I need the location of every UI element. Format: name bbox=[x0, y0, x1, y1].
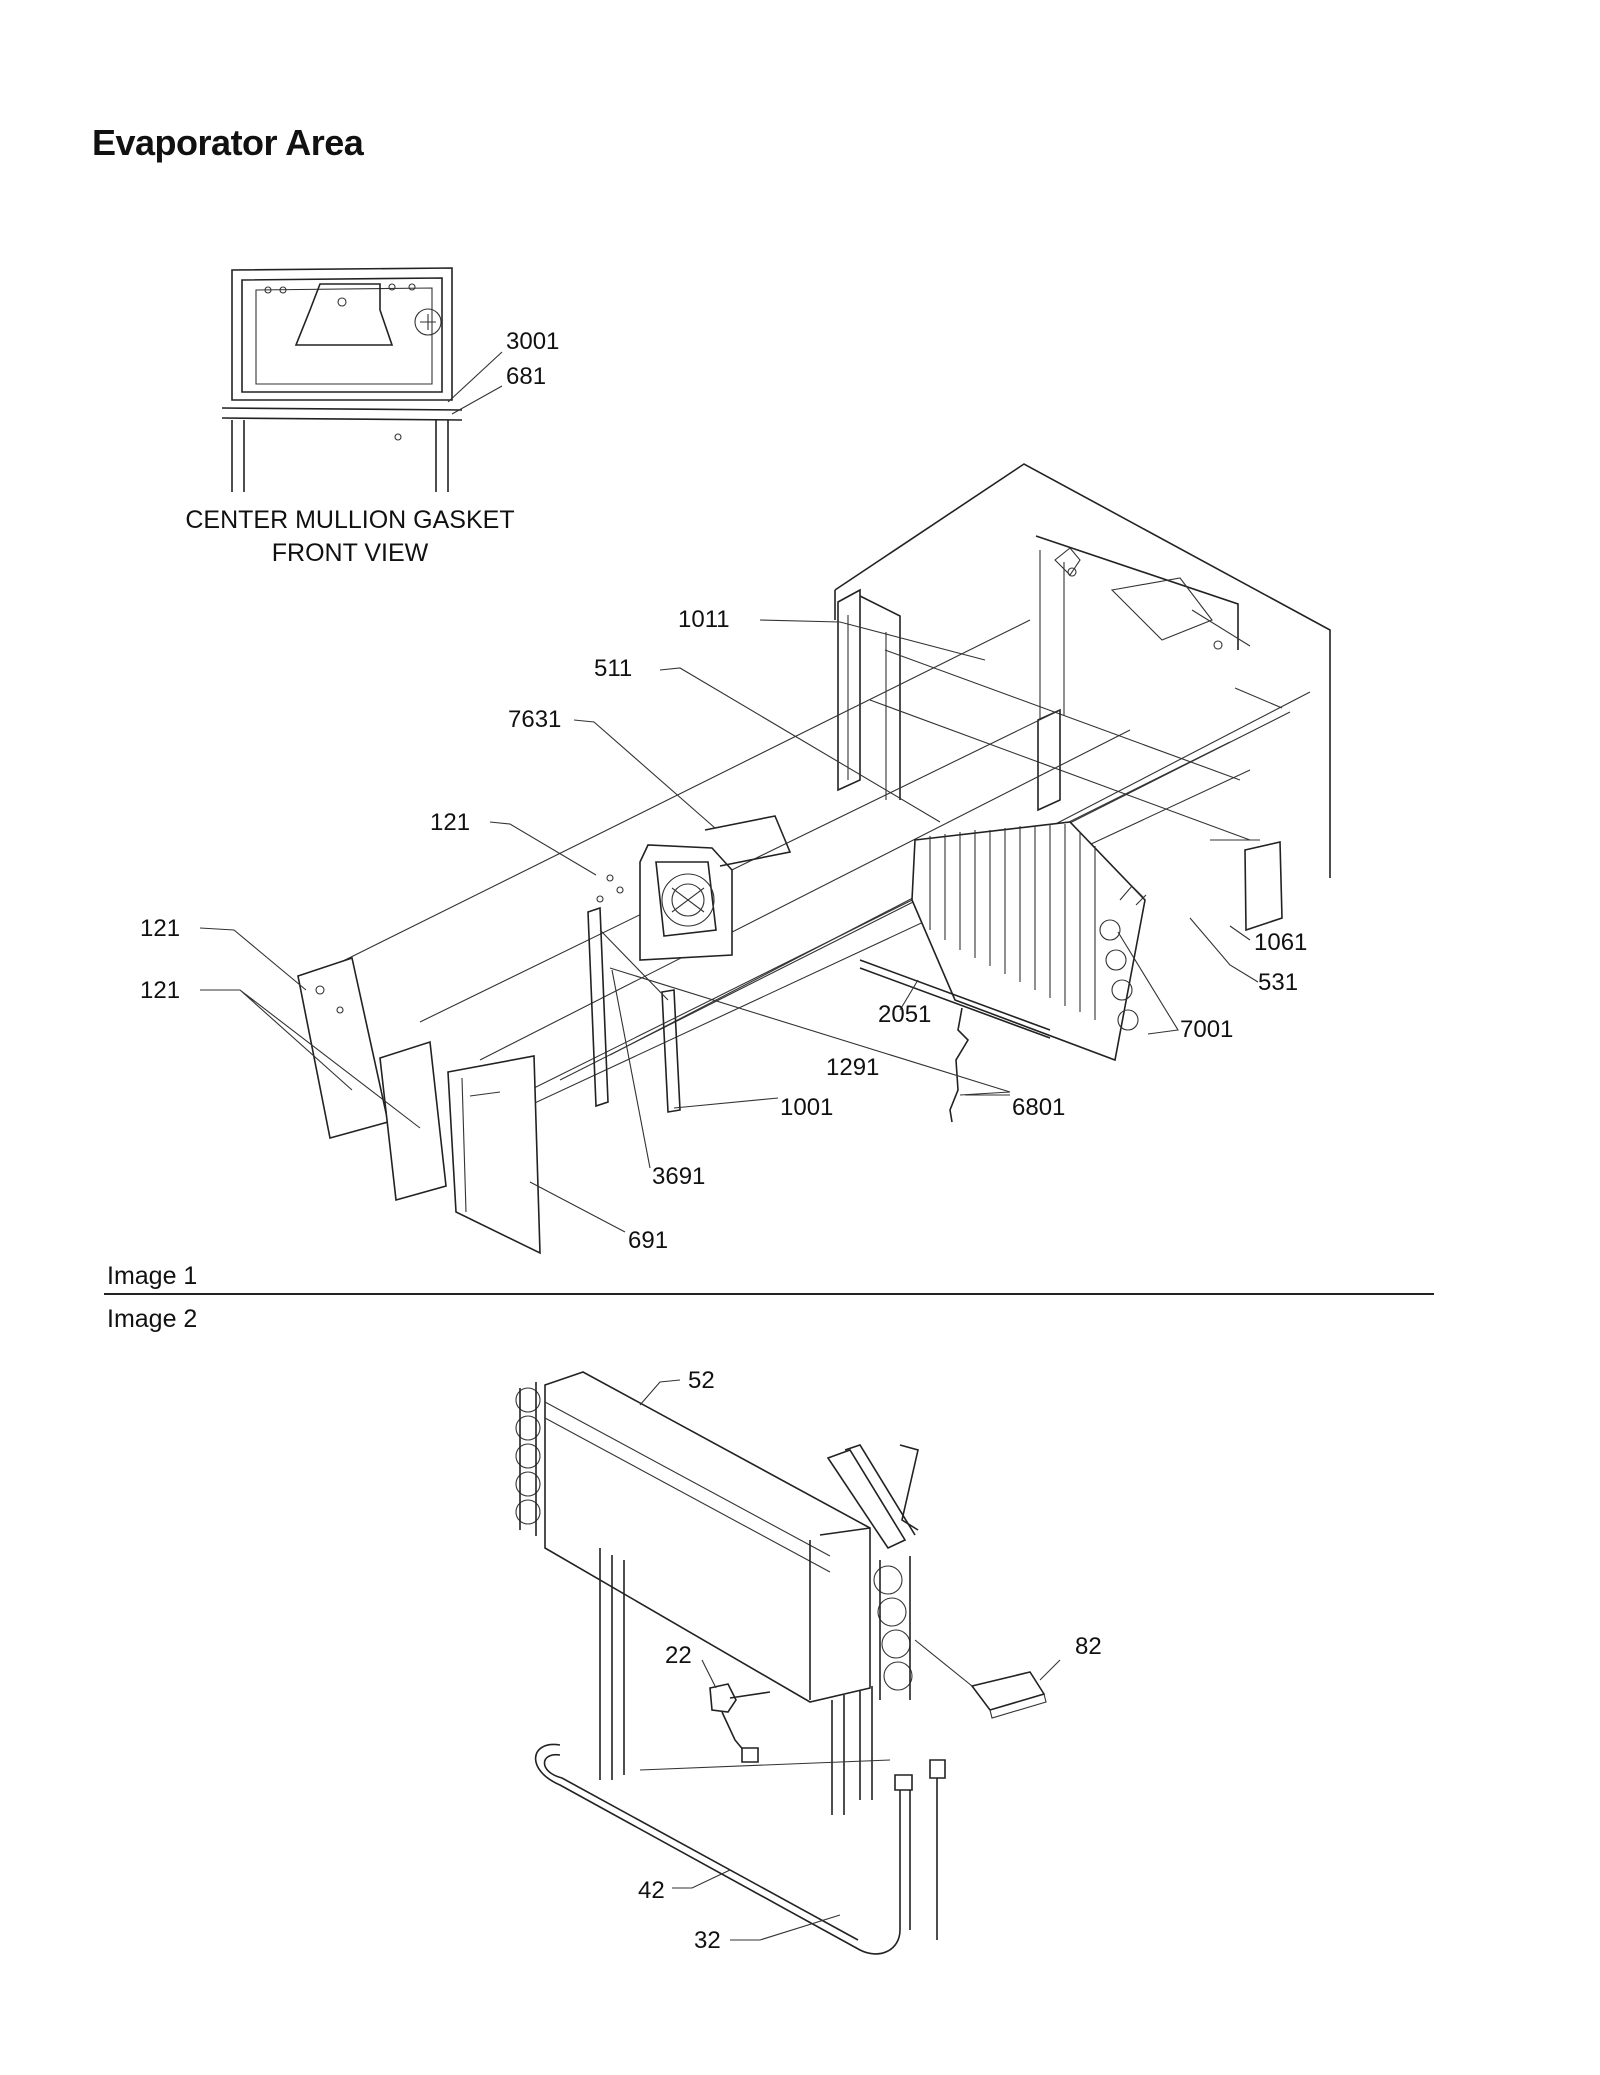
callout-7001: 7001 bbox=[1180, 1016, 1233, 1043]
defrost-heater-loop bbox=[534, 1743, 946, 1955]
callout-labels-image1: 3001 681 1011 511 7631 121 121 121 1061 … bbox=[140, 328, 1307, 1254]
rear-panels bbox=[297, 906, 681, 1255]
thermostat-22 bbox=[709, 1683, 771, 1763]
callout-121-c: 121 bbox=[140, 977, 180, 1004]
callout-3691: 3691 bbox=[652, 1163, 705, 1190]
callout-531: 531 bbox=[1258, 969, 1298, 996]
leader-lines-image1 bbox=[199, 619, 1259, 1233]
callout-691: 691 bbox=[628, 1227, 668, 1254]
callout-681: 681 bbox=[506, 363, 546, 390]
inset-caption: CENTER MULLION GASKET FRONT VIEW bbox=[160, 504, 540, 570]
callout-511: 511 bbox=[594, 655, 632, 682]
callout-1001: 1001 bbox=[780, 1094, 833, 1121]
callout-32: 32 bbox=[694, 1927, 721, 1954]
callout-1011: 1011 bbox=[678, 606, 730, 633]
callout-1061: 1061 bbox=[1254, 929, 1307, 956]
callout-7631: 7631 bbox=[508, 706, 561, 733]
callout-2051: 2051 bbox=[878, 1001, 931, 1028]
fan-motor-bracket bbox=[596, 815, 792, 961]
drain-heater-6801 bbox=[949, 1007, 970, 1123]
callout-82: 82 bbox=[1075, 1633, 1102, 1660]
callout-121-b: 121 bbox=[140, 915, 180, 942]
image1-label: Image 1 bbox=[107, 1262, 198, 1290]
leader-lines-image2 bbox=[639, 1379, 1061, 1941]
evaporator-coil bbox=[859, 821, 1283, 1062]
image2-label: Image 2 bbox=[107, 1305, 198, 1333]
page-title: Evaporator Area bbox=[92, 122, 364, 163]
callout-6801: 6801 bbox=[1012, 1094, 1065, 1121]
section-divider bbox=[104, 1293, 1434, 1295]
callout-42: 42 bbox=[638, 1877, 665, 1904]
explode-lines bbox=[334, 619, 1311, 1136]
cabinet-liner bbox=[834, 463, 1331, 878]
callout-3001: 3001 bbox=[506, 328, 559, 355]
mullion-gasket-inset bbox=[221, 267, 503, 492]
cover-82 bbox=[914, 1639, 1047, 1719]
evaporator-assembly bbox=[515, 1371, 919, 1815]
callout-labels-image2: 52 22 82 42 32 bbox=[638, 1367, 1102, 1954]
callout-121-a: 121 bbox=[430, 809, 470, 836]
callout-52: 52 bbox=[688, 1367, 715, 1394]
inset-caption-line2: FRONT VIEW bbox=[271, 539, 429, 567]
inset-caption-line1: CENTER MULLION GASKET bbox=[185, 506, 515, 534]
callout-1291: 1291 bbox=[826, 1054, 879, 1081]
callout-22: 22 bbox=[665, 1642, 692, 1669]
